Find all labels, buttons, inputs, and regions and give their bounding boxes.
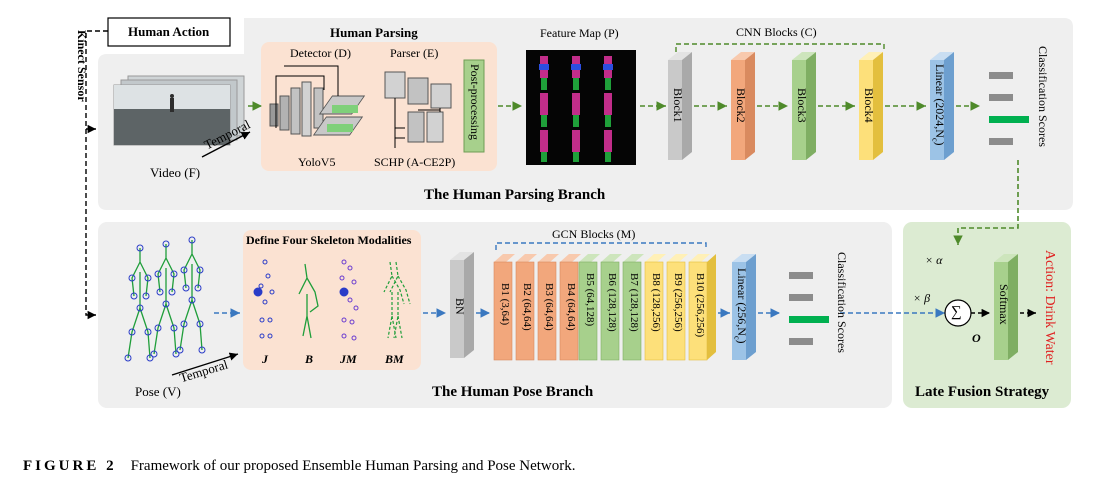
- bn-block: [450, 252, 474, 358]
- gcn-block-6-label: B6 (128,128): [606, 273, 618, 332]
- modality-b-label: B: [305, 352, 314, 366]
- gcn-block-5-label: B5 (64,128): [584, 273, 596, 327]
- parser-label: Parser (E): [390, 46, 439, 60]
- detector-label: Detector (D): [290, 46, 351, 60]
- cnn-blocks-label: CNN Blocks (C): [736, 25, 817, 39]
- modality-joint-motion-graphic: [339, 259, 359, 341]
- action-result-label: Action: Drink Water: [1042, 250, 1057, 365]
- gcn-blocks-label: GCN Blocks (M): [552, 227, 636, 241]
- cnn-block-2-label: Block2: [734, 88, 748, 123]
- human-parsing-title: Human Parsing: [330, 25, 418, 40]
- softmax-label: Softmax: [997, 284, 1011, 325]
- cnn-block-4-label: Block4: [862, 88, 876, 123]
- pose-joints: [124, 236, 206, 362]
- beta-label: × β: [913, 291, 931, 305]
- gcn-block-7-label: B7 (128,128): [628, 273, 640, 332]
- cnn-block-3: [792, 52, 816, 160]
- modality-j-label: J: [262, 352, 268, 366]
- parsing-to-fusion-connector: [953, 160, 1019, 245]
- sensor-connector: [85, 30, 108, 320]
- alpha-label: × α: [925, 253, 943, 267]
- yolo-label: YoloV5: [298, 155, 336, 169]
- gcn-block-2-label: B2 (64,64): [521, 283, 533, 331]
- gcn-block-9-label: B9 (256,256): [672, 273, 684, 332]
- cnn-blocks-bracket: [675, 43, 885, 52]
- figure-tag: FIGURE 2: [23, 458, 117, 474]
- gcn-block-8-label: B8 (128,256): [650, 273, 662, 332]
- cnn-scores-label: Classification Scores: [1036, 46, 1050, 147]
- yolo-detector-graphic: [269, 65, 366, 137]
- schp-parser-graphic: [384, 71, 452, 148]
- feature-map-figures: [539, 56, 613, 162]
- cnn-linear-label: Linear (2024,Nc): [930, 64, 947, 146]
- modality-bm-label: BM: [385, 352, 404, 366]
- output-o-label: O: [972, 331, 981, 345]
- pose-branch-title: The Human Pose Branch: [432, 384, 594, 400]
- human-action-box: [107, 17, 231, 47]
- video-temporal-arrow: [201, 131, 251, 158]
- gcn-block-3-label: B3 (64,64): [543, 283, 555, 331]
- cnn-block-1-label: Block1: [671, 88, 685, 123]
- gcn-score-bars: [789, 272, 829, 345]
- modalities-title: Define Four Skeleton Modalities: [246, 233, 412, 247]
- gcn-block-1-label: B1 (3,64): [499, 283, 511, 326]
- gcn-blocks-bracket: [495, 242, 707, 250]
- pose-temporal-arrow: [171, 352, 239, 376]
- gcn-blocks-graphic: [493, 254, 716, 361]
- post-processing-label: Post-processing: [468, 64, 482, 140]
- softmax-block: [994, 254, 1018, 360]
- modality-jm-label: JM: [340, 352, 357, 366]
- modality-bone-graphic: [298, 263, 319, 339]
- cnn-block-1: [668, 52, 692, 160]
- feature-map-label: Feature Map (P): [540, 26, 619, 40]
- figure-caption-text: Framework of our proposed Ensemble Human…: [130, 458, 576, 474]
- gcn-block-10-label: B10 (256,256): [694, 273, 706, 338]
- kinect-sensor-label: Kinect Sensor: [75, 30, 89, 102]
- bn-label: BN: [453, 298, 467, 315]
- modality-bone-motion-graphic: [383, 261, 411, 339]
- video-label: Video (F): [150, 165, 201, 180]
- schp-label: SCHP (A-CE2P): [374, 155, 456, 169]
- fusion-title: Late Fusion Strategy: [915, 384, 1050, 400]
- parsing-branch-title: The Human Parsing Branch: [424, 187, 606, 203]
- modality-box: [243, 230, 421, 370]
- cnn-linear-block: [930, 52, 954, 160]
- gcn-block-4-label: B4 (64,64): [565, 283, 577, 331]
- sum-symbol: ∑: [951, 304, 962, 320]
- modality-joint-graphic: [253, 259, 275, 339]
- figure-caption: FIGURE 2 Framework of our proposed Ensemb…: [23, 458, 576, 475]
- post-processing-bar: [463, 59, 485, 153]
- cnn-score-bars: [989, 72, 1029, 145]
- human-action-label: Human Action: [128, 24, 210, 39]
- video-frames: [113, 75, 245, 146]
- cnn-block-2: [731, 52, 755, 160]
- cnn-block-3-label: Block3: [795, 88, 809, 123]
- pose-label: Pose (V): [135, 384, 181, 399]
- cnn-block-4: [859, 52, 883, 160]
- gcn-linear-block: [732, 254, 756, 360]
- gcn-scores-label: Classification Scores: [835, 252, 849, 353]
- pose-skeleton-sequence: [127, 240, 203, 359]
- gcn-linear-label: Linear (256,Nc): [732, 268, 749, 344]
